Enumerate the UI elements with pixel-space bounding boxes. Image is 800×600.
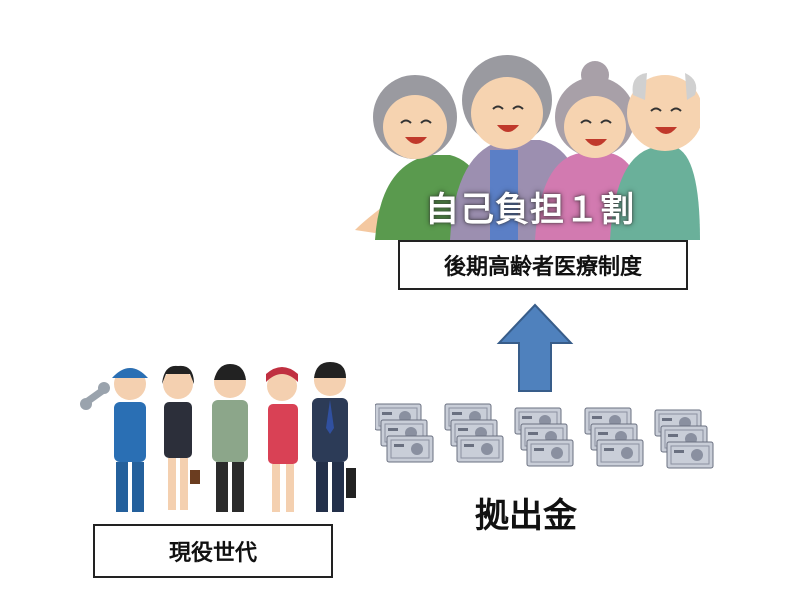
banknote-icon <box>375 404 433 462</box>
working-generation-label: 現役世代 <box>93 524 333 578</box>
banknote-icon <box>585 408 643 466</box>
copay-ratio-text: 自己負担１割 <box>425 190 635 230</box>
banknote-icon <box>445 404 503 462</box>
elderly-medical-system-label: 後期高齢者医療制度 <box>398 240 688 290</box>
banknotes-group <box>375 402 735 482</box>
up-arrow <box>496 303 574 392</box>
banknote-icon <box>655 410 713 468</box>
contribution-label: 拠出金 <box>475 496 577 536</box>
workers-illustration <box>80 362 356 512</box>
working-generation-text: 現役世代 <box>168 541 257 566</box>
banknote-icon <box>515 408 573 466</box>
elderly-people-illustration <box>355 55 700 240</box>
elderly-medical-system-text: 後期高齢者医療制度 <box>443 255 642 280</box>
